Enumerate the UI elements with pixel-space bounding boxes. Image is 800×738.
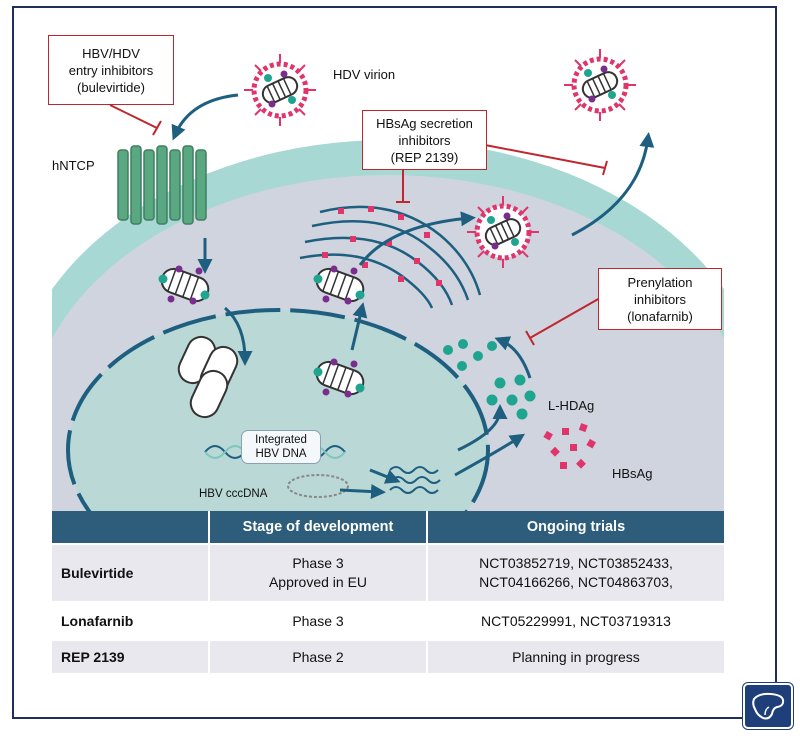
- cccdna-circle: [287, 474, 349, 498]
- stage-cell: Phase 2: [208, 639, 427, 673]
- label-l-hdag: L-HDAg: [548, 398, 595, 413]
- secretion-box-line-2: inhibitors: [398, 132, 451, 148]
- entry-box-line-1: HBV/HDV: [82, 45, 140, 61]
- entry-inhibitors-box: HBV/HDV entry inhibitors (bulevirtide): [48, 35, 174, 105]
- hdag-squiggles: [443, 339, 497, 371]
- drug-name: REP 2139: [52, 639, 209, 673]
- table-row: Lonafarnib Phase 3 NCT05229991, NCT03719…: [52, 601, 724, 640]
- integrated-dna-line-2: HBV DNA: [255, 448, 307, 460]
- header-blank: [52, 511, 209, 544]
- pathway-arrows: [171, 93, 655, 500]
- l-hdag-dots: [486, 374, 536, 420]
- hdv-rna-genomes: [177, 335, 239, 419]
- drug-name: Lonafarnib: [52, 601, 209, 640]
- cell: [52, 140, 724, 512]
- stage-line: Phase 3: [292, 555, 344, 571]
- prenylation-box-line-2: inhibitors: [633, 291, 687, 307]
- header-trials: Ongoing trials: [426, 511, 724, 544]
- trials-line: Planning in progress: [512, 648, 640, 665]
- label-hntcp: hNTCP: [52, 158, 95, 173]
- entry-box-line-3: (bulevirtide): [77, 79, 145, 95]
- table-row: Bulevirtide Phase 3 Approved in EU NCT03…: [52, 543, 724, 602]
- trials-line: NCT05229991, NCT03719313: [481, 612, 671, 629]
- header-stage: Stage of development: [208, 511, 427, 544]
- trials-cell: NCT05229991, NCT03719313: [426, 601, 724, 640]
- label-hdv-virion: HDV virion: [333, 67, 396, 82]
- drug-name: Bulevirtide: [52, 543, 209, 602]
- trials-table: Stage of development Ongoing trials Bule…: [52, 511, 724, 673]
- trials-cell: Planning in progress: [426, 639, 724, 673]
- hdv-virion-released: [564, 49, 636, 121]
- hdv-virion-extracellular: [244, 54, 316, 126]
- trials-line: NCT03852719, NCT03852433,: [479, 555, 673, 571]
- hbsag-on-er: [322, 206, 442, 286]
- stage-line: Phase 2: [292, 648, 344, 665]
- stage-line: Phase 3: [292, 612, 344, 629]
- table-header-row: Stage of development Ongoing trials: [52, 511, 724, 544]
- label-hbsag: HBsAg: [612, 466, 653, 481]
- prenylation-box-line-3: (lonafarnib): [627, 308, 693, 324]
- entry-box-line-2: entry inhibitors: [68, 62, 154, 78]
- stage-cell: Phase 3: [208, 601, 427, 640]
- prenylation-inhibitors-box: Prenylation inhibitors (lonafarnib): [598, 268, 722, 330]
- integrated-dna-line-1: Integrated: [255, 434, 307, 446]
- stage-cell: Phase 3 Approved in EU: [208, 543, 427, 602]
- secretion-box-line-1: HBsAg secretion: [376, 115, 473, 131]
- prenylation-box-line-1: Prenylation: [627, 274, 693, 290]
- label-hbv-cccdna: HBV cccDNA: [199, 488, 268, 500]
- secretion-box-line-3: (REP 2139): [390, 149, 459, 165]
- golgi-er: [299, 205, 482, 309]
- trials-cell: NCT03852719, NCT03852433, NCT04166266, N…: [426, 543, 724, 602]
- nucleus: [66, 308, 490, 512]
- liver-logo-icon: [743, 683, 793, 729]
- secretion-inhibitors-box: HBsAg secretion inhibitors (REP 2139): [362, 110, 487, 170]
- stage-line: Approved in EU: [268, 574, 368, 590]
- trials-line: NCT04166266, NCT04863703,: [479, 574, 673, 590]
- integrated-hbv-dna-box: Integrated HBV DNA: [241, 430, 321, 464]
- receptor-hntcp: [117, 145, 207, 225]
- table-row: REP 2139 Phase 2 Planning in progress: [52, 639, 724, 673]
- hbsag-particles: [543, 423, 596, 469]
